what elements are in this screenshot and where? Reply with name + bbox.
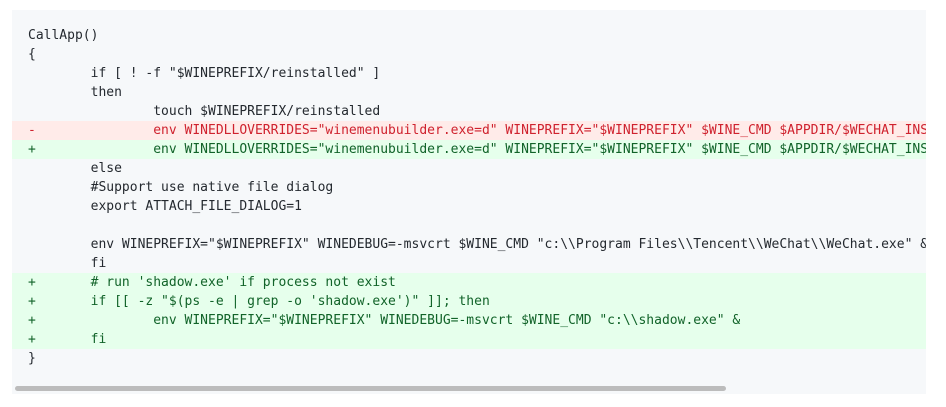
diff-marker: +	[28, 275, 36, 290]
code-block: CallApp() { if [ ! -f "$WINEPREFIX/reinst…	[12, 10, 926, 394]
diff-code-lines: CallApp() { if [ ! -f "$WINEPREFIX/reinst…	[12, 26, 926, 382]
code-line: else	[12, 159, 926, 178]
diff-marker: +	[28, 332, 36, 347]
code-line: #Support use native file dialog	[12, 178, 926, 197]
code-text: if [[ -z "$(ps -e | grep -o 'shadow.exe'…	[28, 294, 490, 309]
code-text: touch $WINEPREFIX/reinstalled	[28, 104, 381, 119]
scrollbar-thumb[interactable]	[15, 386, 726, 391]
added-line: + fi	[12, 330, 926, 349]
code-line	[12, 216, 926, 235]
code-text: export ATTACH_FILE_DIALOG=1	[28, 199, 302, 214]
added-line: + if [[ -z "$(ps -e | grep -o 'shadow.ex…	[12, 292, 926, 311]
code-text: # run 'shadow.exe' if process not exist	[28, 275, 396, 290]
code-text: fi	[28, 256, 107, 271]
diff-marker: -	[28, 123, 36, 138]
code-line: env WINEPREFIX="$WINEPREFIX" WINEDEBUG=-…	[12, 235, 926, 254]
diff-marker: +	[28, 142, 36, 157]
code-text: else	[28, 161, 122, 176]
code-line: }	[12, 349, 926, 368]
code-text: CallApp()	[28, 28, 99, 43]
added-line: + env WINEDLLOVERRIDES="winemenubuilder.…	[12, 140, 926, 159]
code-text: fi	[28, 332, 107, 347]
code-text: env WINEDLLOVERRIDES="winemenubuilder.ex…	[28, 142, 926, 157]
code-text: if [ ! -f "$WINEPREFIX/reinstalled" ]	[28, 66, 381, 81]
code-line: export ATTACH_FILE_DIALOG=1	[12, 197, 926, 216]
diff-marker: +	[28, 294, 36, 309]
code-text: env WINEPREFIX="$WINEPREFIX" WINEDEBUG=-…	[28, 237, 926, 252]
code-text: }	[28, 351, 36, 366]
code-text: #Support use native file dialog	[28, 180, 334, 195]
horizontal-scrollbar[interactable]	[12, 384, 926, 394]
code-text: {	[28, 47, 36, 62]
diff-marker: +	[28, 313, 36, 328]
removed-line: - env WINEDLLOVERRIDES="winemenubuilder.…	[12, 121, 926, 140]
code-line: then	[12, 83, 926, 102]
code-line: {	[12, 45, 926, 64]
code-text: env WINEDLLOVERRIDES="winemenubuilder.ex…	[28, 123, 926, 138]
added-line: + # run 'shadow.exe' if process not exis…	[12, 273, 926, 292]
code-line: CallApp()	[12, 26, 926, 45]
code-text: then	[28, 85, 122, 100]
added-line: + env WINEPREFIX="$WINEPREFIX" WINEDEBUG…	[12, 311, 926, 330]
code-line: if [ ! -f "$WINEPREFIX/reinstalled" ]	[12, 64, 926, 83]
code-line: fi	[12, 254, 926, 273]
code-line: touch $WINEPREFIX/reinstalled	[12, 102, 926, 121]
code-text: env WINEPREFIX="$WINEPREFIX" WINEDEBUG=-…	[28, 313, 741, 328]
